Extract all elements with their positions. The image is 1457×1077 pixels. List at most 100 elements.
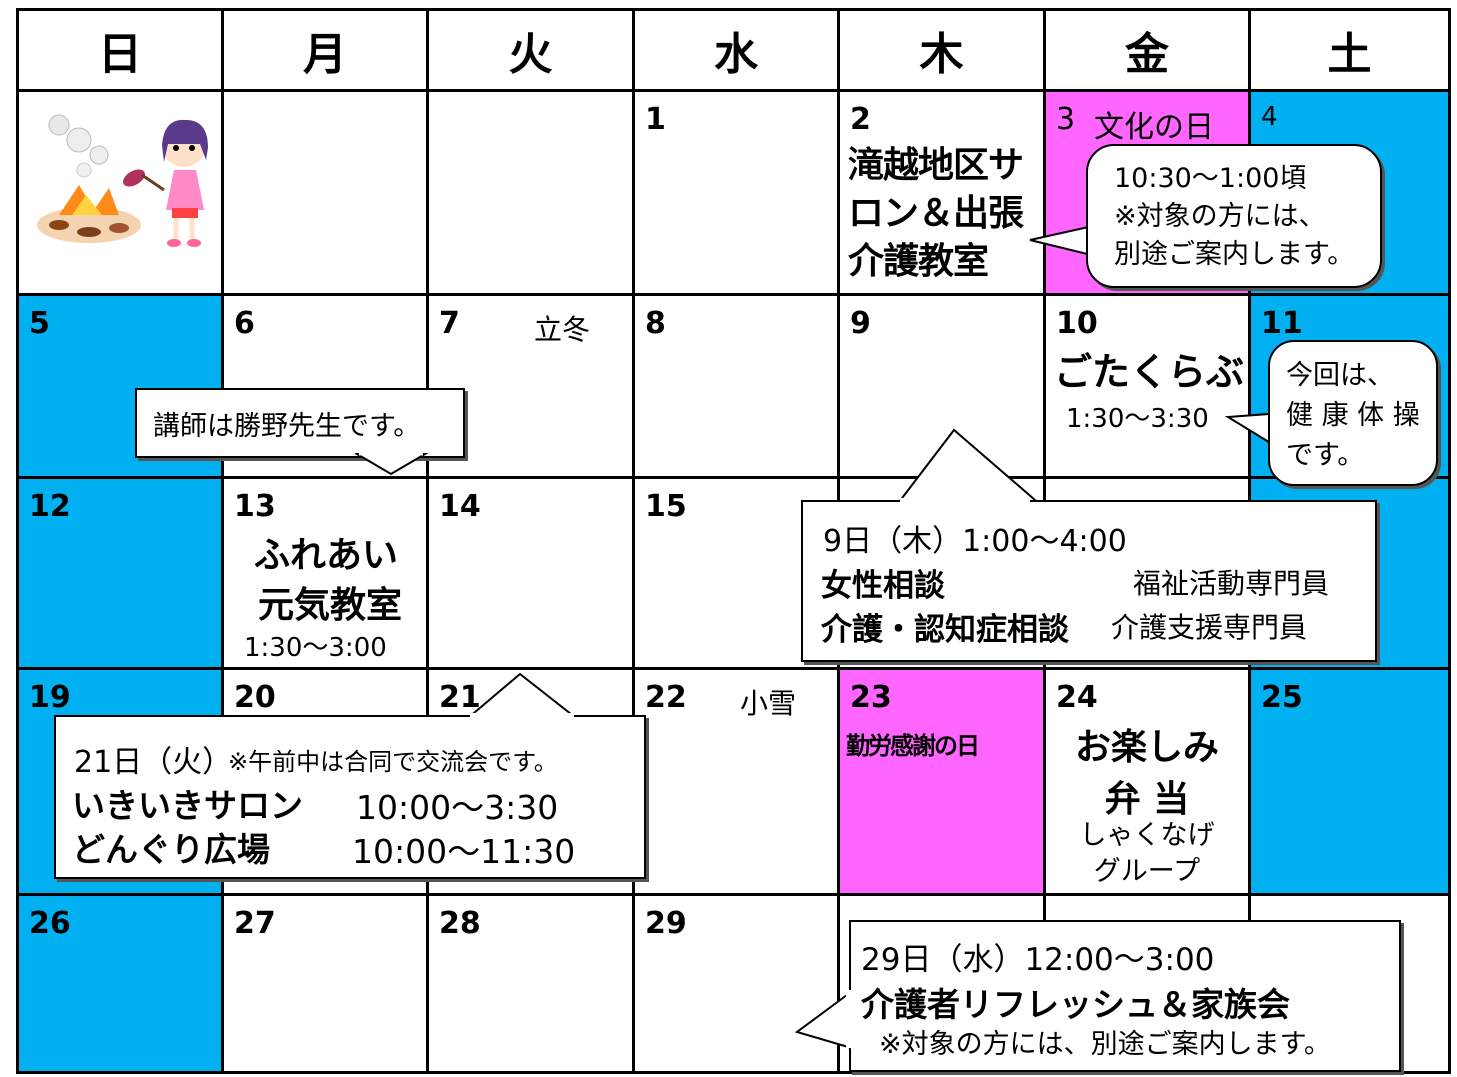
event-sub-24: しゃくなげ グループ (1046, 818, 1248, 890)
callout-line: ※対象の方には、別途ご案内します。 (879, 1029, 1331, 1060)
day-number: 27 (234, 905, 276, 941)
day-cell-28[interactable]: 28 (426, 892, 635, 1075)
day-number: 1 (645, 102, 666, 138)
tail-mask (1270, 414, 1284, 444)
callout-day21: 21日（火） ※午前中は合同で交流会です。 いきいきサロン 10:00〜3:30… (54, 715, 646, 879)
day-number: 15 (645, 488, 687, 524)
day-number: 28 (439, 905, 481, 941)
callout-text: 講師は勝野先生です。 (153, 411, 421, 442)
callout-line: 介護支援専門員 (1111, 611, 1308, 644)
day-number: 21 (439, 680, 481, 716)
day-cell-12[interactable]: 12 (16, 475, 224, 671)
tail-mask (470, 713, 574, 719)
event-title-24: お楽しみ 弁 当 (1046, 722, 1248, 826)
callout-line: 介護者リフレッシュ＆家族会 (861, 985, 1290, 1024)
weekday-fri: 金 (1043, 7, 1251, 93)
holiday-label: 小雪 (740, 687, 797, 721)
callout-line: 9日（木）1:00〜4:00 (823, 524, 1127, 559)
day-cell-29[interactable]: 29 (632, 892, 840, 1075)
event-line: グループ (1093, 856, 1201, 888)
day-cell-empty (16, 89, 224, 296)
day-number: 24 (1056, 680, 1098, 716)
callout-line: 福祉活動専門員 (1133, 567, 1330, 600)
weekday-header-row: 日 月 火 水 木 金 土 (16, 7, 1451, 93)
event-line: お楽しみ (1074, 727, 1219, 769)
event-line: しゃくなげ (1079, 820, 1215, 852)
tail-mask (900, 498, 1030, 504)
day-number: 12 (29, 488, 71, 524)
day-number: 5 (29, 305, 50, 341)
callout-line: です。 (1286, 440, 1365, 471)
day-cell-25[interactable]: 25 (1248, 667, 1451, 896)
day-number: 14 (439, 488, 481, 524)
event-line: ふれあい (254, 534, 399, 576)
callout-day9: 9日（木）1:00〜4:00 女性相談 福祉活動専門員 介護・認知症相談 介護支… (801, 500, 1377, 662)
holiday-label: 文化の日 (1094, 110, 1214, 146)
callout-line: 21日（火） (74, 745, 233, 780)
day-number: 9 (850, 305, 871, 341)
callout-line: 10:00〜11:30 (352, 832, 576, 871)
callout-line: ※午前中は合同で交流会です。 (228, 748, 558, 776)
event-line: 元気教室 (258, 584, 403, 626)
weekday-thu: 木 (837, 7, 1046, 93)
weekday-mon: 月 (221, 7, 429, 93)
day-number: 26 (29, 905, 71, 941)
event-time-10: 1:30〜3:30 (1066, 403, 1209, 434)
day-number: 19 (29, 680, 71, 716)
day-number: 8 (645, 305, 666, 341)
day-number: 10 (1056, 305, 1098, 341)
day-cell-23[interactable]: 23 勤労感謝の日 (837, 667, 1046, 896)
holiday-label: 立冬 (534, 312, 591, 346)
event-title-10: ごたくらぶ (1054, 349, 1245, 394)
event-line: 介護教室 (848, 241, 989, 283)
day-number: 4 (1261, 102, 1278, 133)
event-title-13: ふれあい 元気教室 (254, 531, 402, 631)
callout-line: いきいきサロン (72, 786, 303, 825)
callout-line: どんぐり広場 (72, 830, 270, 869)
callout-day11: 今回は、 健 康 体 操 です。 (1268, 340, 1438, 486)
tail-mask (1088, 232, 1114, 258)
day-cell-8[interactable]: 8 (632, 292, 840, 479)
day-cell-1[interactable]: 1 (632, 89, 840, 296)
callout-line: ※対象の方には、 (1114, 201, 1326, 232)
weekday-sun: 日 (16, 7, 224, 93)
day-cell-13[interactable]: 13 ふれあい 元気教室 1:30〜3:00 (221, 475, 429, 671)
callout-line: 29日（水）12:00〜3:00 (861, 942, 1215, 978)
day-number: 29 (645, 905, 687, 941)
day-cell-22[interactable]: 22 小雪 (632, 667, 840, 896)
day-cell-empty (426, 89, 635, 296)
day-number: 25 (1261, 680, 1303, 716)
weekday-sat: 土 (1248, 7, 1451, 93)
event-line: 滝越地区サ (848, 145, 1024, 187)
day-cell-2[interactable]: 2 滝越地区サ ロン＆出張 介護教室 (837, 89, 1046, 296)
day-number: 20 (234, 680, 276, 716)
callout-day3: 10:30〜1:00頃 ※対象の方には、 別途ご案内します。 (1086, 144, 1382, 288)
event-title-2: 滝越地区サ ロン＆出張 介護教室 (848, 142, 1024, 286)
event-time-13: 1:30〜3:00 (244, 632, 387, 663)
callout-day29: 29日（水）12:00〜3:00 介護者リフレッシュ＆家族会 ※対象の方には、別… (849, 920, 1401, 1072)
weekday-tue: 火 (426, 7, 635, 93)
day-number: 6 (234, 305, 255, 341)
callout-line: 今回は、 (1286, 360, 1394, 391)
callout-line: 女性相談 (821, 568, 945, 604)
day-number: 13 (234, 488, 276, 524)
callout-line: 介護・認知症相談 (821, 612, 1069, 648)
day-number: 3 (1056, 102, 1076, 138)
day-cell-27[interactable]: 27 (221, 892, 429, 1075)
day-number: 23 (850, 680, 892, 716)
speech-bubble-tail (355, 452, 429, 476)
holiday-label: 勤労感謝の日 (846, 732, 980, 761)
event-line: ロン＆出張 (848, 193, 1024, 235)
day-number: 7 (439, 305, 460, 341)
callout-line: 健 康 体 操 (1286, 400, 1420, 431)
day-cell-26[interactable]: 26 (16, 892, 224, 1075)
day-cell-24[interactable]: 24 お楽しみ 弁 当 しゃくなげ グループ (1043, 667, 1251, 896)
callout-line: 10:00〜3:30 (356, 788, 559, 827)
day-cell-10[interactable]: 10 ごたくらぶ 1:30〜3:30 (1043, 292, 1251, 479)
tail-mask (846, 990, 854, 1048)
day-number: 11 (1261, 305, 1303, 341)
event-line: 弁 当 (1104, 779, 1190, 821)
day-number: 22 (645, 680, 687, 716)
day-cell-empty (221, 89, 429, 296)
day-cell-14[interactable]: 14 (426, 475, 635, 671)
